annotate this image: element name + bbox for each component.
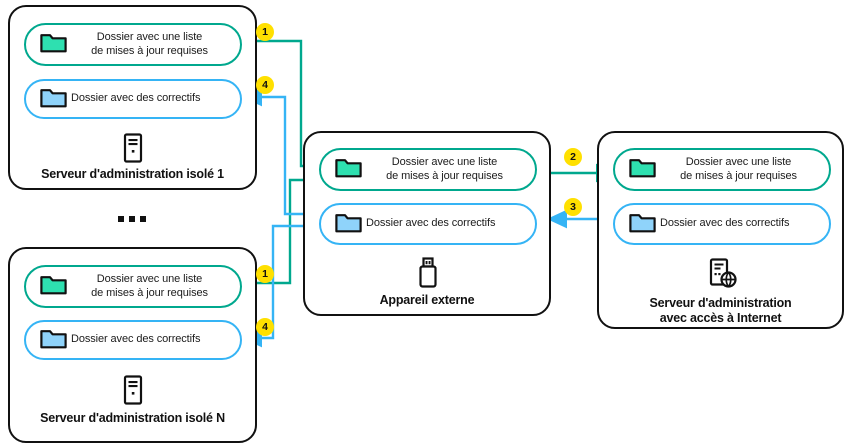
panel-title-isolated-server-n: Serveur d'administration isolé N [40,411,225,425]
folder-updates-pill-serverN[interactable]: Dossier avec une liste de mises à jour r… [24,265,242,308]
label-line2: de mises à jour requises [386,169,503,182]
folder-blue-icon [40,327,67,354]
server-globe-icon [707,258,739,295]
label-line1: Dossier avec une liste [391,156,498,168]
step-badge-2: 2 [564,148,582,166]
label-line2: de mises à jour requises [680,169,797,182]
wire-step4-bottom [241,224,330,348]
folder-patches-pill-internet[interactable]: Dossier avec des correctifs [613,203,831,245]
panel-title-internet-server: Serveur d'administration avec accès à In… [599,296,842,326]
folder-patches-label-internet: Dossier avec des correctifs [660,217,790,230]
folder-updates-label-internet: Dossier avec une liste de mises à jour r… [656,156,829,183]
folder-updates-pill-server1[interactable]: Dossier avec une liste de mises à jour r… [24,23,242,66]
label-line1: Dossier avec une liste [96,31,203,43]
folder-blue-icon [40,86,67,113]
server-icon [122,133,144,168]
label-line2: de mises à jour requises [91,44,208,57]
folder-green-icon [40,31,67,58]
folder-patches-pill-serverN[interactable]: Dossier avec des correctifs [24,320,242,360]
usb-drive-icon [417,257,439,294]
folder-updates-label-external: Dossier avec une liste de mises à jour r… [362,156,535,183]
panel-internet-server: Dossier avec une liste de mises à jour r… [597,131,844,329]
step-badge-1-top: 1 [256,23,274,41]
title-line2: avec accès à Internet [659,311,782,325]
step-badge-3: 3 [564,198,582,216]
folder-patches-pill-external[interactable]: Dossier avec des correctifs [319,203,537,245]
label-line1: Dossier avec une liste [685,156,792,168]
step-badge-4-bottom: 4 [256,318,274,336]
panel-isolated-server-n: Dossier avec une liste de mises à jour r… [8,247,257,443]
folder-updates-label-serverN: Dossier avec une liste de mises à jour r… [67,273,240,300]
folder-patches-label-serverN: Dossier avec des correctifs [71,333,201,346]
folder-patches-pill-server1[interactable]: Dossier avec des correctifs [24,79,242,119]
step-badge-1-bottom: 1 [256,265,274,283]
folder-updates-label-server1: Dossier avec une liste de mises à jour r… [67,31,240,58]
step-badge-4-top: 4 [256,76,274,94]
label-line2: de mises à jour requises [91,286,208,299]
folder-updates-pill-internet[interactable]: Dossier avec une liste de mises à jour r… [613,148,831,191]
folder-green-icon [629,156,656,183]
folder-green-icon [335,156,362,183]
panel-title-isolated-server-1: Serveur d'administration isolé 1 [41,167,224,181]
label-line1: Dossier avec une liste [96,273,203,285]
folder-patches-label-server1: Dossier avec des correctifs [71,92,201,105]
panel-external-device: Dossier avec une liste de mises à jour r… [303,131,551,316]
server-icon [122,375,144,410]
folder-patches-label-external: Dossier avec des correctifs [366,217,496,230]
folder-blue-icon [629,211,656,238]
ellipsis-more-servers [118,216,146,222]
folder-blue-icon [335,211,362,238]
panel-isolated-server-1: Dossier avec une liste de mises à jour r… [8,5,257,190]
folder-green-icon [40,273,67,300]
title-line1: Serveur d'administration [649,296,792,310]
folder-updates-pill-external[interactable]: Dossier avec une liste de mises à jour r… [319,148,537,191]
panel-title-external-device: Appareil externe [379,293,475,307]
